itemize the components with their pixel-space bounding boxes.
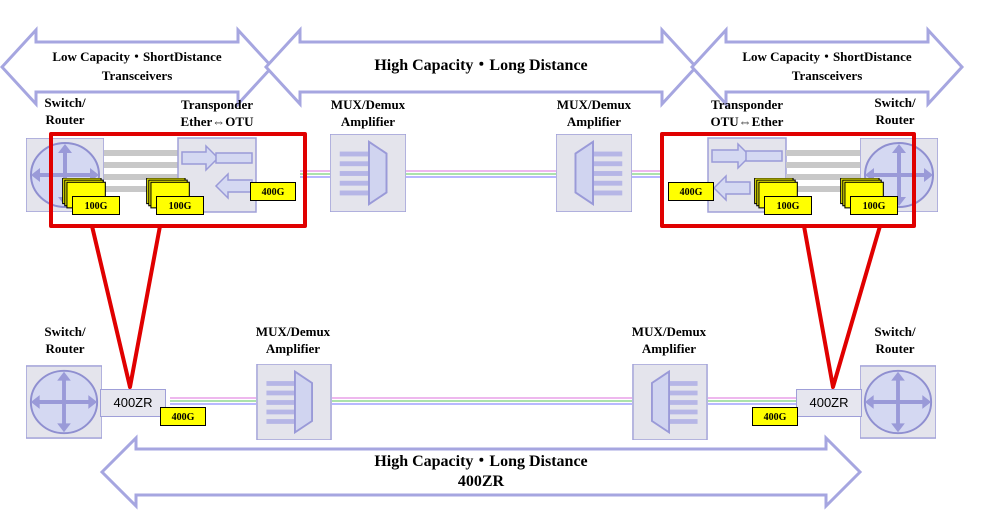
zr-module-left: 400ZR <box>100 389 166 417</box>
top-right-mux-line1: MUX/Demux <box>556 97 632 112</box>
bottom-left-mux-line1: MUX/Demux <box>255 324 331 339</box>
bottom-right-router-icon <box>860 366 936 438</box>
top-right-arrow-line2: Transceivers <box>791 68 863 83</box>
top-left-transponder-line2: Ether⇔OTU <box>180 114 254 129</box>
tag-top-left-transponder-client: 100G <box>156 196 204 215</box>
bottom-left-mux-line2: Amplifier <box>265 341 321 356</box>
top-right-mux-icon <box>556 134 632 212</box>
bottom-arrow-line2: 400ZR <box>457 473 505 490</box>
top-right-mux-line2: Amplifier <box>566 114 622 129</box>
bottom-arrow-label: High Capacity・Long Distance 400ZR <box>136 452 826 492</box>
top-left-transponder-label: Transponder Ether⇔OTU <box>162 96 272 130</box>
highlight-left <box>49 132 307 389</box>
bottom-right-mux-line1: MUX/Demux <box>631 324 707 339</box>
bottom-right-mux-line2: Amplifier <box>641 341 697 356</box>
bottom-double-arrow <box>99 434 863 510</box>
bottom-arrow-line1: High Capacity・Long Distance <box>374 453 588 470</box>
bottom-right-switch-label: Switch/ Router <box>856 323 934 357</box>
tag-bottom-right: 400G <box>752 407 798 426</box>
top-right-switch-line2: Router <box>875 112 915 127</box>
zr-module-right: 400ZR <box>796 389 862 417</box>
tag-top-right-transponder-client: 100G <box>764 196 812 215</box>
top-right-arrow-line1: Low Capacity・ShortDistance <box>742 49 912 64</box>
bottom-left-mux-icon <box>256 364 332 440</box>
top-left-backplane <box>104 150 178 192</box>
top-right-switch-line1: Switch/ <box>874 95 916 110</box>
top-right-arrow-label: Low Capacity・ShortDistance Transceivers <box>726 47 928 85</box>
top-right-transponder-line2: OTU⇔Ether <box>710 114 784 129</box>
bottom-right-mux-label: MUX/Demux Amplifier <box>614 323 724 357</box>
bottom-left-router-icon <box>26 366 102 438</box>
top-left-arrow-line1: Low Capacity・ShortDistance <box>52 49 222 64</box>
top-left-arrow-line2: Transceivers <box>101 68 173 83</box>
bottom-right-switch-line2: Router <box>875 341 915 356</box>
top-right-mux-label: MUX/Demux Amplifier <box>539 96 649 130</box>
top-left-mux-line2: Amplifier <box>340 114 396 129</box>
top-left-transponder-line1: Transponder <box>181 97 253 112</box>
top-left-mux-label: MUX/Demux Amplifier <box>313 96 423 130</box>
tag-top-left-transponder-line: 400G <box>250 182 296 201</box>
top-left-arrow-label: Low Capacity・ShortDistance Transceivers <box>36 47 238 85</box>
tag-top-right-switch: 100G <box>850 196 898 215</box>
bottom-right-switch-line1: Switch/ <box>874 324 916 339</box>
tag-bottom-left: 400G <box>160 407 206 426</box>
top-right-backplane <box>786 150 860 192</box>
top-left-switch-line1: Switch/ <box>44 95 86 110</box>
top-left-mux-line1: MUX/Demux <box>330 97 406 112</box>
top-left-mux-icon <box>330 134 406 212</box>
top-right-transponder-line1: Transponder <box>711 97 783 112</box>
tag-top-left-switch: 100G <box>72 196 120 215</box>
top-left-switch-label: Switch/ Router <box>26 94 104 128</box>
top-left-switch-line2: Router <box>45 112 85 127</box>
bottom-left-switch-line1: Switch/ <box>44 324 86 339</box>
bottom-left-mux-label: MUX/Demux Amplifier <box>238 323 348 357</box>
top-center-arrow-label: High Capacity・Long Distance <box>374 57 588 74</box>
top-right-switch-label: Switch/ Router <box>856 94 934 128</box>
highlight-right <box>660 132 916 389</box>
top-right-transponder-label: Transponder OTU⇔Ether <box>692 96 802 130</box>
bottom-left-switch-line2: Router <box>45 341 85 356</box>
top-right-double-arrow <box>689 26 965 108</box>
tag-top-right-transponder-line: 400G <box>668 182 714 201</box>
bottom-right-mux-icon <box>632 364 708 440</box>
bottom-fiber-link <box>170 397 796 405</box>
bottom-left-switch-label: Switch/ Router <box>26 323 104 357</box>
